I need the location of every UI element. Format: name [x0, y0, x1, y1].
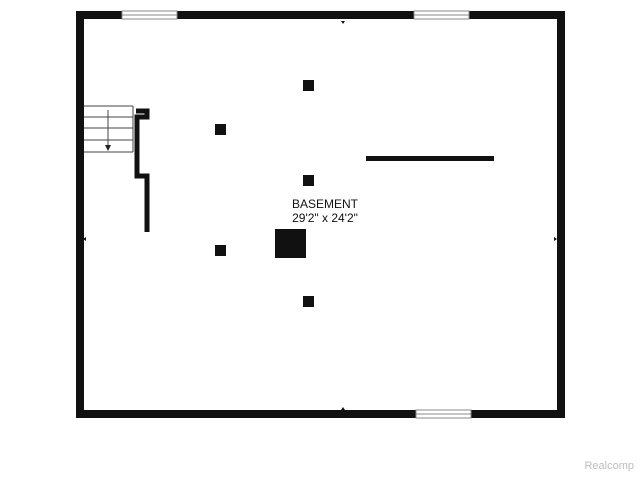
chimney-block — [275, 229, 306, 258]
staircase — [84, 105, 134, 153]
window-bottom — [415, 409, 472, 419]
room-dimensions: 29'2" x 24'2" — [292, 211, 358, 225]
support-column — [303, 296, 314, 307]
stair-arrow-icon — [105, 145, 111, 151]
support-column — [303, 175, 314, 186]
interior-wall — [366, 156, 494, 161]
room-name: BASEMENT — [291, 197, 358, 211]
dimension-tick-icon — [83, 237, 86, 241]
dimension-tick-icon — [341, 21, 345, 24]
support-column — [215, 245, 226, 256]
stair-wall — [134, 108, 150, 232]
window-top-left — [121, 10, 178, 20]
support-column — [303, 80, 314, 91]
exterior-wall — [76, 11, 565, 418]
dimension-tick-icon — [341, 407, 345, 410]
dimension-tick-icon — [554, 237, 557, 241]
watermark: Realcomp — [584, 460, 634, 472]
window-top-right — [413, 10, 470, 20]
support-column — [215, 124, 226, 135]
